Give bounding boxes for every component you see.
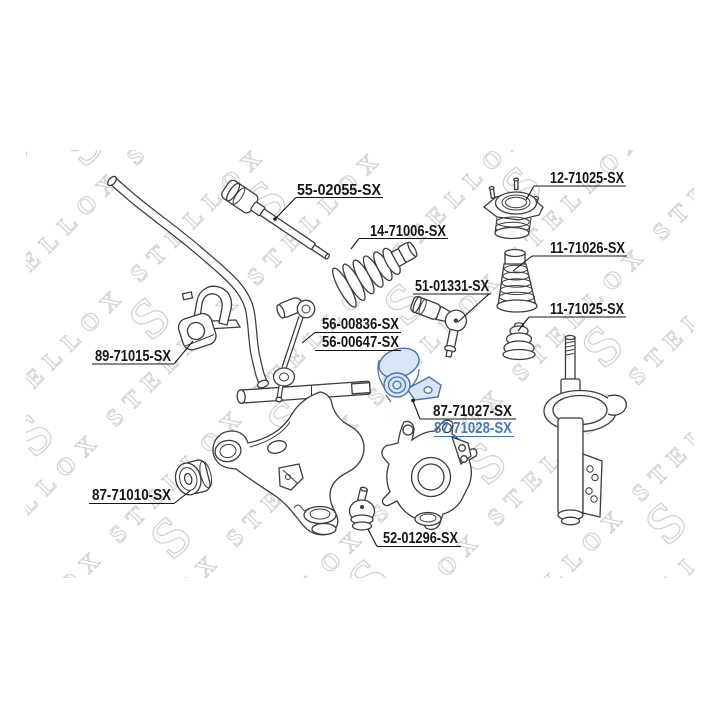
part-label-56-00647[interactable]: 56-00647-SX bbox=[315, 334, 401, 352]
svg-text:55-02055-SX: 55-02055-SX bbox=[297, 182, 382, 199]
part-label-12-71025[interactable]: 12-71025-SX bbox=[525, 170, 626, 201]
svg-text:51-01331-SX: 51-01331-SX bbox=[415, 278, 490, 295]
svg-text:87-71027-SX: 87-71027-SX bbox=[433, 403, 513, 420]
part-stabilizer-link bbox=[272, 297, 316, 403]
part-label-56-00836[interactable]: 56-00836-SX bbox=[301, 316, 401, 344]
part-control-arm bbox=[212, 391, 365, 536]
svg-text:14-71006-SX: 14-71006-SX bbox=[370, 223, 447, 240]
part-control-arm-front-bushing bbox=[174, 459, 213, 496]
svg-text:11-71025-SX: 11-71025-SX bbox=[550, 301, 625, 318]
part-steering-knuckle bbox=[381, 419, 478, 530]
svg-text:87-71010-SX: 87-71010-SX bbox=[92, 487, 172, 504]
part-label-89-71015[interactable]: 89-71015-SX bbox=[92, 340, 194, 365]
svg-text:12-71025-SX: 12-71025-SX bbox=[550, 170, 625, 187]
part-stabilizer-bushing bbox=[177, 312, 217, 351]
svg-text:56-00836-SX: 56-00836-SX bbox=[322, 316, 400, 333]
part-control-arm-bushing-highlighted bbox=[377, 347, 442, 403]
svg-text:11-71026-SX: 11-71026-SX bbox=[550, 240, 626, 257]
part-rack-shaft bbox=[236, 380, 371, 405]
part-label-52-01296[interactable]: 52-01296-SX bbox=[367, 528, 461, 548]
part-tie-rod-end bbox=[410, 295, 468, 358]
part-strut bbox=[543, 334, 627, 526]
svg-text:89-71015-SX: 89-71015-SX bbox=[95, 348, 172, 365]
part-bump-stop bbox=[502, 322, 536, 361]
part-label-11-71026[interactable]: 11-71026-SX bbox=[512, 240, 627, 272]
part-label-11-71025[interactable]: 11-71025-SX bbox=[517, 301, 626, 332]
part-strut-dust-boot bbox=[496, 248, 538, 313]
part-label-55-02055[interactable]: 55-02055-SX bbox=[273, 182, 383, 221]
part-strut-mount bbox=[482, 177, 544, 240]
part-steering-rack-boot bbox=[332, 241, 418, 308]
part-stabilizer-bar bbox=[107, 175, 270, 389]
svg-text:56-00647-SX: 56-00647-SX bbox=[322, 334, 400, 351]
part-label-14-71006[interactable]: 14-71006-SX bbox=[350, 223, 448, 250]
part-ball-joint bbox=[348, 486, 376, 531]
svg-text:52-01296-SX: 52-01296-SX bbox=[383, 530, 459, 547]
part-label-87-71028-selected[interactable]: 87-71028-SX bbox=[434, 420, 514, 438]
part-label-51-01331[interactable]: 51-01331-SX bbox=[413, 278, 491, 323]
svg-text:87-71028-SX: 87-71028-SX bbox=[434, 420, 513, 437]
part-label-87-71010[interactable]: 87-71010-SX bbox=[89, 487, 191, 505]
part-label-87-71027[interactable]: 87-71027-SX bbox=[411, 398, 516, 420]
